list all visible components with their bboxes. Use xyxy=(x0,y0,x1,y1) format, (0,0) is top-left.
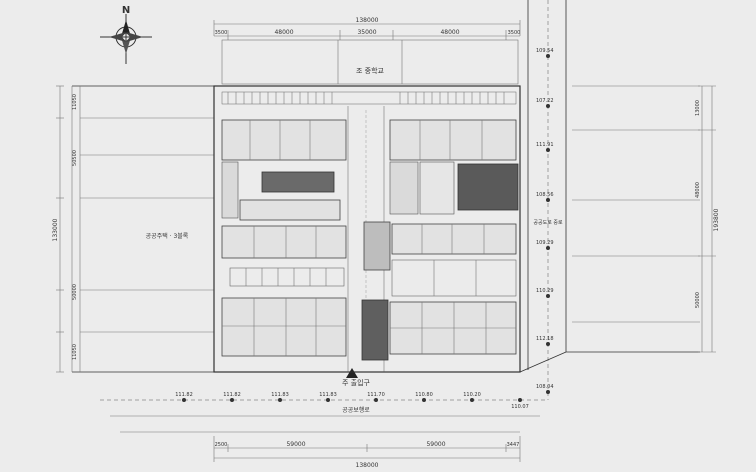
building-lower-right xyxy=(361,299,517,361)
north-arrow-icon xyxy=(100,14,152,64)
dim-right-seg-3: 50000 xyxy=(695,292,701,308)
elev-bottom-4: 111.83 xyxy=(319,392,337,398)
elev-bottom-7: 110.20 xyxy=(463,392,481,398)
elev-right-1: 109.54 xyxy=(536,48,554,54)
elev-right-3: 111.91 xyxy=(536,142,554,148)
building-upper-left xyxy=(221,119,347,221)
dim-bottom-right-small: 3447 xyxy=(507,442,520,448)
elev-bottom-5: 111.70 xyxy=(367,392,385,398)
top-dimension xyxy=(213,20,521,40)
elev-bottom-2: 111.82 xyxy=(223,392,241,398)
label-bottom-road: 공공보행로 xyxy=(342,406,370,414)
north-label: N xyxy=(122,5,130,16)
elev-right-4: 108.56 xyxy=(536,192,554,198)
building-upper-right xyxy=(389,119,519,215)
elev-bottom-3: 111.83 xyxy=(271,392,289,398)
elev-right-5: 109.29 xyxy=(536,240,554,246)
dim-top-right-small: 3500 xyxy=(508,30,521,36)
label-right-road: 공공도로 중로 xyxy=(533,220,563,226)
right-dimension xyxy=(698,85,716,353)
dim-bottom-right-seg: 59000 xyxy=(426,441,445,448)
left-lot xyxy=(71,85,214,373)
dim-bottom-left-small: 2500 xyxy=(215,442,228,448)
label-school: 조 중학교 xyxy=(356,66,385,75)
parking-top xyxy=(221,91,517,105)
elev-bottom-8: 110.07 xyxy=(511,404,529,410)
dim-right-seg-2: 48000 xyxy=(695,182,701,198)
dim-bottom-total: 138000 xyxy=(356,462,379,469)
building-lower-left xyxy=(221,297,347,357)
elev-right-6: 110.29 xyxy=(536,288,554,294)
elev-bottom-6: 110.80 xyxy=(415,392,433,398)
dim-left-seg-1: 11050 xyxy=(72,94,78,110)
label-left-lot: 공공주택 · 3블록 xyxy=(146,233,189,240)
dim-top-left-seg: 48000 xyxy=(274,29,293,36)
building-middle-left xyxy=(221,225,347,287)
elev-right-7: 112.18 xyxy=(536,336,554,342)
label-entrance: 주 출입구 xyxy=(342,378,371,387)
dim-left-seg-3: 50000 xyxy=(72,284,78,300)
dim-top-total: 138000 xyxy=(356,17,379,24)
bottom-dimension xyxy=(213,436,521,462)
dim-top-mid-seg: 35000 xyxy=(357,29,376,36)
right-elevation-markers xyxy=(546,54,550,394)
dim-top-left-small: 3500 xyxy=(215,30,228,36)
elev-right-2: 107.22 xyxy=(536,98,554,104)
dim-right-total: 193800 xyxy=(713,208,720,231)
dim-left-seg-4: 11050 xyxy=(72,344,78,360)
school-site xyxy=(221,39,519,85)
dim-right-seg-1: 13000 xyxy=(695,100,701,116)
dim-top-right-seg: 48000 xyxy=(440,29,459,36)
entrance-arrow-icon xyxy=(346,368,358,378)
dim-left-total: 133000 xyxy=(52,218,59,241)
elev-right-8: 108.04 xyxy=(536,384,554,390)
building-middle-right xyxy=(363,221,517,297)
dim-bottom-left-seg: 59000 xyxy=(286,441,305,448)
elev-bottom-1: 111.82 xyxy=(175,392,193,398)
dim-left-seg-2: 50500 xyxy=(72,150,78,166)
right-road xyxy=(527,0,700,400)
bottom-elevation-markers xyxy=(182,398,522,402)
left-dimension xyxy=(56,85,64,373)
